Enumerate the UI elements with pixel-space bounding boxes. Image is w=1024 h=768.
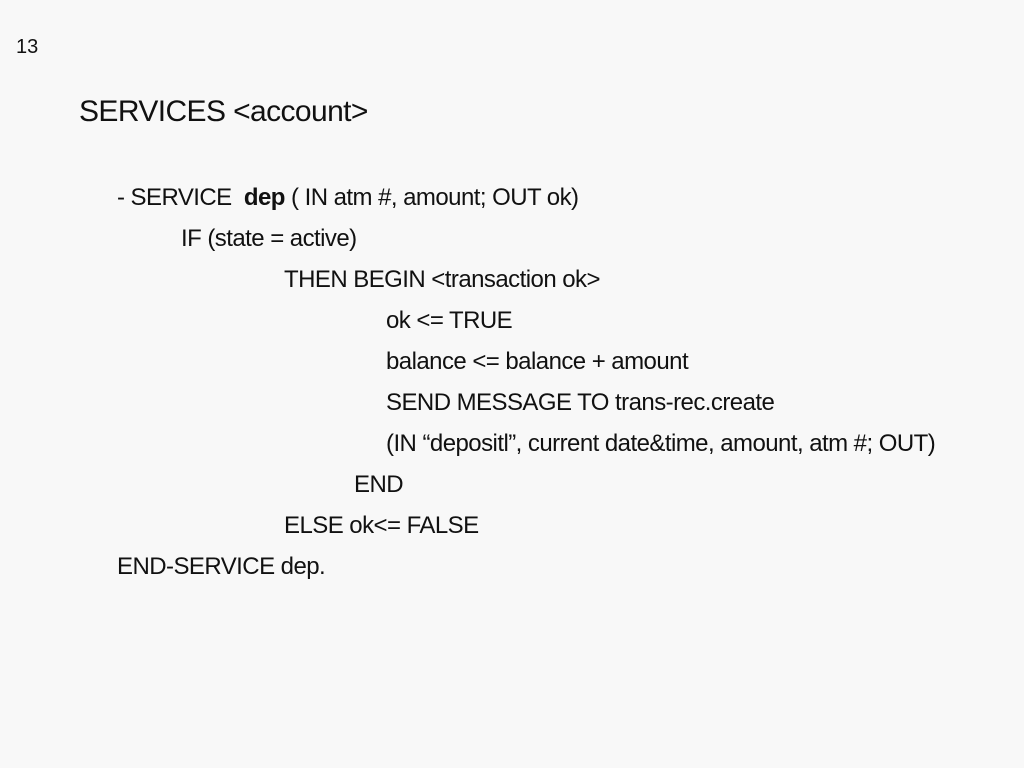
code-line-service-header: - SERVICE dep ( IN atm #, amount; OUT ok… xyxy=(117,183,579,213)
code-line-balance: balance <= balance + amount xyxy=(386,348,689,375)
service-keyword: - SERVICE xyxy=(117,184,244,211)
service-name: dep xyxy=(243,184,286,211)
code-line-send-message: SEND MESSAGE TO trans-rec.create xyxy=(386,389,775,416)
page-number: 13 xyxy=(16,36,39,58)
code-line-if: IF (state = active) xyxy=(181,225,357,252)
code-line-ok-true: ok <= TRUE xyxy=(386,307,513,334)
code-line-end: END xyxy=(354,471,404,498)
code-line-else: ELSE ok<= FALSE xyxy=(284,512,479,539)
code-line-end-service: END-SERVICE dep. xyxy=(117,553,326,580)
slide-title: SERVICES <account> xyxy=(79,95,368,128)
service-params: ( IN atm #, amount; OUT ok) xyxy=(284,184,579,211)
code-line-message-args: (IN “depositl”, current date&time, amoun… xyxy=(386,430,936,457)
code-line-then-begin: THEN BEGIN <transaction ok> xyxy=(284,266,601,293)
